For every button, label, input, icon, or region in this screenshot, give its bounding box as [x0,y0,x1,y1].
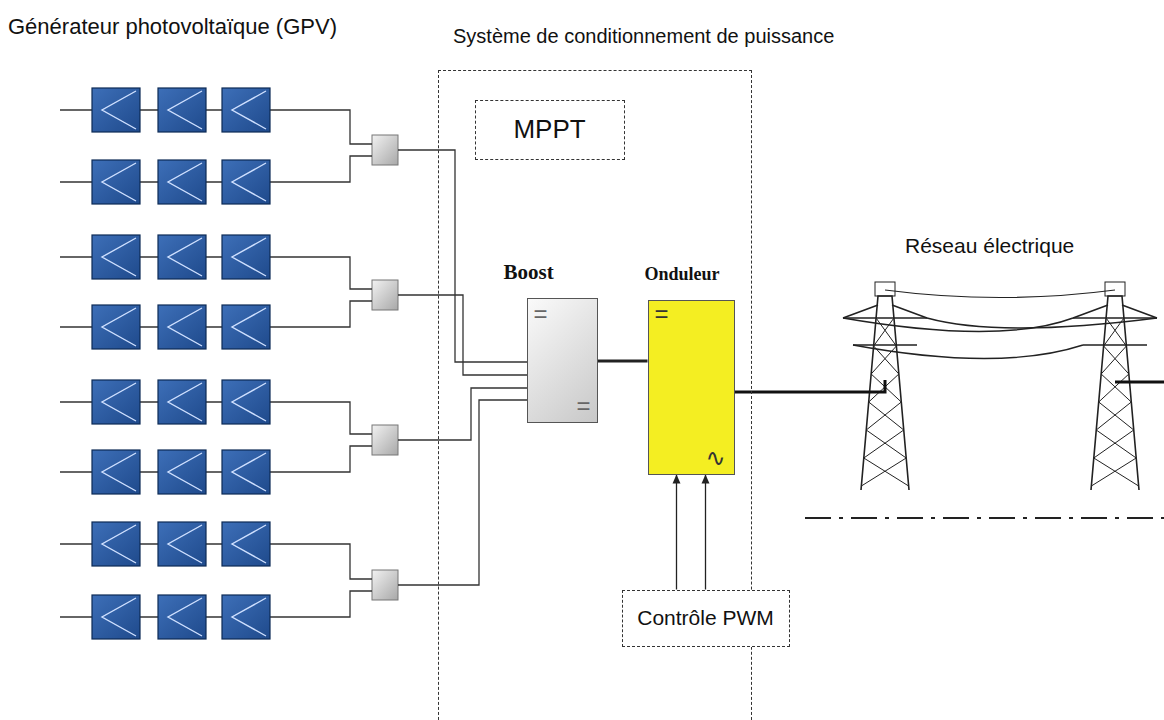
symbol-text: = [576,393,590,419]
junction-box [372,425,398,455]
connector [705,475,706,590]
node-heading: Boost [504,261,554,284]
boost-converter: Boost== [527,298,598,423]
pv-panel [92,380,140,424]
caption-label: Réseau électrique [905,234,1074,258]
caption-label: Générateur photovoltaïque (GPV) [8,14,337,40]
node-label: Contrôle PWM [637,606,774,630]
pv-panel [222,522,270,566]
node-heading: Système de conditionnement de puissance [453,25,834,47]
pv-panel [92,160,140,204]
pv-panel [92,450,140,494]
pv-panel [222,235,270,279]
inverter: Onduleur=∿ [648,300,735,475]
pylon [1073,282,1157,490]
pv-panel [222,160,270,204]
pv-panel [222,305,270,349]
mppt-box: MPPT [475,100,625,160]
connector [676,475,677,590]
connector [598,360,648,363]
pv-panel [158,305,206,349]
node-heading: Onduleur [645,265,720,285]
pv-panel [222,450,270,494]
pv-panel [222,595,270,639]
pv-panel [158,450,206,494]
pwm-control-box: Contrôle PWM [622,590,790,647]
pv-panel [92,88,140,132]
pv-panel [158,235,206,279]
pv-panel [158,88,206,132]
pv-panel [92,305,140,349]
symbol-text: = [655,301,669,327]
pv-panel [92,235,140,279]
pv-panel [92,522,140,566]
pv-panel [158,522,206,566]
junction-box [372,280,398,310]
pv-panel [158,160,206,204]
system-region: Système de conditionnement de puissanceM… [438,70,752,720]
symbol-text: ∿ [705,445,725,471]
node-label: MPPT [513,114,585,145]
symbol-text: = [534,301,548,327]
junction-box [372,135,398,165]
pv-panel [158,595,206,639]
pv-panel [222,380,270,424]
junction-box [372,570,398,600]
pv-panel [222,88,270,132]
pv-panel [92,595,140,639]
pv-panel [158,380,206,424]
